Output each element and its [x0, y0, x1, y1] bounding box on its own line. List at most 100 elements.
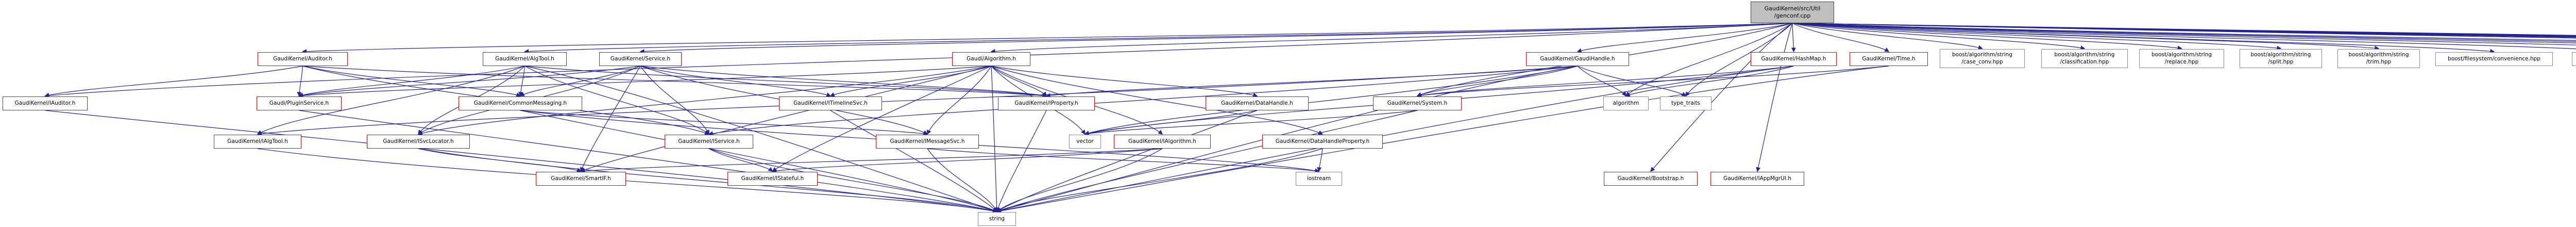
node-algtool_h[interactable]: GaudiKernel/AlgTool.h: [483, 52, 567, 66]
node-bstr_split: boost/algorithm/string /split.hpp: [2240, 49, 2322, 68]
node-string_std: string: [978, 212, 1016, 226]
edge-hashmap_h-algorithm_std: [1625, 66, 1794, 97]
edge-genconf-time_h: [1792, 23, 1890, 52]
node-iservice_h[interactable]: GaudiKernel/IService.h: [665, 135, 753, 149]
node-bstr_classification: boost/algorithm/string /classification.h…: [2041, 49, 2128, 68]
edge-hashmap_h-system_h: [1416, 66, 1794, 98]
edge-auditor_h-iproperty_h: [302, 66, 1047, 98]
edge-service_h-iservice_h: [640, 66, 709, 135]
edge-system_h-string_std: [996, 110, 1418, 213]
edge-genconf-bstr_case_conv: [1792, 23, 1983, 50]
edge-gaudihandle_h-type_traits_std: [1577, 66, 1687, 96]
node-iproperty_h[interactable]: GaudiKernel/IProperty.h: [998, 96, 1095, 110]
edge-auditor_h-commonmessaging_h: [302, 66, 521, 98]
edge-gaudihandle_h-iservice_h: [708, 66, 1578, 136]
edge-algtool_h-string_std: [524, 66, 998, 213]
edge-service_h-itimelinesvc_h: [640, 66, 832, 97]
node-auditor_h[interactable]: GaudiKernel/Auditor.h: [258, 52, 348, 66]
edge-ialgtool_h-string_std: [257, 148, 998, 214]
edge-genconf-blog_trivial: [1792, 23, 2576, 41]
edge-imessagesvc_h-iostream_std: [927, 148, 1320, 173]
node-imessagesvc_h[interactable]: GaudiKernel/IMessageSvc.h: [876, 135, 979, 149]
edge-algorithm_gaudi-isvclocator_h: [417, 66, 992, 136]
edge-genconf-gaudihandle_h: [1577, 23, 1793, 53]
node-time_h[interactable]: GaudiKernel/Time.h: [1850, 52, 1928, 66]
edge-datahandleproperty_h-iostream_std: [1317, 148, 1323, 172]
edge-genconf-bstr_replace: [1792, 23, 2182, 51]
edge-auditor_h-pluginservice_h: [297, 66, 303, 97]
edge-algorithm_gaudi-string_std: [991, 66, 999, 213]
node-datahandleproperty_h[interactable]: GaudiKernel/DataHandleProperty.h: [1262, 135, 1383, 149]
edge-gaudihandle_h-algorithm_std: [1577, 66, 1626, 97]
node-algorithm_gaudi[interactable]: Gaudi/Algorithm.h: [952, 52, 1030, 66]
edge-datahandle_h-vector_std: [1084, 110, 1258, 136]
edge-commonmessaging_h-imessagesvc_h: [520, 110, 928, 136]
node-bfs_exception: boost/filesystem/exception.hpp: [2572, 52, 2576, 66]
edge-pluginservice_h-string_std: [299, 110, 998, 213]
node-commonmessaging_h[interactable]: GaudiKernel/CommonMessaging.h: [459, 96, 582, 110]
edge-genconf-bfs_convenience: [1792, 23, 2495, 54]
edge-service_h-pluginservice_h: [298, 66, 641, 98]
node-vector_std: vector: [1069, 135, 1101, 149]
edge-genconf-type_traits_std: [1685, 23, 1793, 97]
edge-isvclocator_h-string_std: [418, 148, 998, 213]
edge-algorithm_gaudi-smartif_h: [580, 66, 992, 172]
node-iauditor_h[interactable]: GaudiKernel/IAuditor.h: [3, 96, 88, 110]
edge-iproperty_h-string_std: [996, 110, 1047, 213]
edge-time_h-system_h: [1416, 66, 1889, 98]
edge-genconf-bfs_operations: [1792, 23, 2576, 45]
edge-algorithm_gaudi-iproperty_h: [991, 66, 1047, 97]
edge-algorithm_gaudi-pluginservice_h: [298, 66, 992, 98]
edge-genconf-algtool_h: [524, 23, 1793, 54]
edge-algorithm_gaudi-datahandle_h: [991, 66, 1258, 98]
edge-genconf-algorithm_std: [1625, 23, 1793, 96]
node-iostream_std: iostream: [1296, 172, 1342, 186]
node-algorithm_std: algorithm: [1603, 96, 1649, 110]
edge-algtool_h-iservice_h: [524, 66, 710, 135]
edge-genconf-service_h: [639, 23, 1793, 54]
edge-algtool_h-ialgtool_h: [257, 66, 525, 135]
edge-genconf-bfs_exception: [1792, 23, 2576, 50]
node-ialgorithm_h[interactable]: GaudiKernel/IAlgorithm.h: [1114, 135, 1211, 149]
edge-algorithm_gaudi-imessagesvc_h: [926, 66, 992, 135]
edge-gaudihandle_h-iproperty_h: [1045, 66, 1578, 98]
node-datahandle_h[interactable]: GaudiKernel/DataHandle.h: [1206, 96, 1309, 110]
node-gaudihandle_h[interactable]: GaudiKernel/GaudiHandle.h: [1526, 52, 1629, 66]
edge-ialgorithm_h-smartif_h: [580, 148, 1163, 173]
edge-genconf-algorithm_gaudi: [990, 23, 1793, 54]
edge-itimelinesvc_h-string_std: [830, 110, 997, 212]
edge-gaudihandle_h-system_h: [1416, 66, 1578, 97]
edge-ialgorithm_h-istateful_h: [772, 148, 1163, 173]
edge-time_h-string_std: [996, 66, 1889, 214]
edge-iservice_h-istateful_h: [708, 148, 773, 172]
edge-datahandleproperty_h-string_std: [996, 148, 1323, 213]
node-smartif_h[interactable]: GaudiKernel/SmartIF.h: [536, 172, 626, 186]
node-bootstrap_h[interactable]: GaudiKernel/Bootstrap.h: [1604, 172, 1698, 186]
edge-service_h-smartif_h: [580, 66, 641, 172]
edge-genconf-blog_expressions: [1792, 23, 2576, 42]
node-hashmap_h[interactable]: GaudiKernel/HashMap.h: [1751, 52, 1837, 66]
edge-algorithm_gaudi-datahandleproperty_h: [991, 66, 1324, 135]
node-itimelinesvc_h[interactable]: GaudiKernel/ITimelineSvc.h: [779, 96, 882, 110]
node-service_h[interactable]: GaudiKernel/Service.h: [599, 52, 682, 66]
edge-service_h-iproperty_h: [640, 66, 1047, 98]
edge-genconf-iappmgrui_h: [1756, 23, 1793, 172]
node-istateful_h[interactable]: GaudiKernel/IStateful.h: [727, 172, 818, 186]
edge-genconf-iauditor_h: [44, 23, 1793, 98]
edge-algtool_h-commonmessaging_h: [518, 66, 526, 97]
edge-datahandle_h-string_std: [996, 110, 1258, 212]
edge-algtool_h-pluginservice_h: [298, 66, 525, 98]
node-isvclocator_h[interactable]: GaudiKernel/ISvcLocator.h: [367, 135, 470, 149]
node-system_h[interactable]: GaudiKernel/System.h: [1373, 96, 1462, 110]
node-pluginservice_h[interactable]: Gaudi/PluginService.h: [257, 96, 342, 110]
edge-genconf-auditor_h: [302, 23, 1793, 54]
edge-algtool_h-iproperty_h: [524, 66, 1047, 98]
node-iappmgrui_h[interactable]: GaudiKernel/IAppMgrUI.h: [1710, 172, 1804, 186]
edge-iauditor_h-string_std: [45, 110, 998, 214]
node-ialgtool_h[interactable]: GaudiKernel/IAlgTool.h: [214, 135, 301, 149]
edge-algorithm_gaudi-istateful_h: [772, 66, 992, 172]
edge-service_h-commonmessaging_h: [519, 66, 641, 96]
node-bstr_replace: boost/algorithm/string /replace.hpp: [2139, 49, 2224, 68]
